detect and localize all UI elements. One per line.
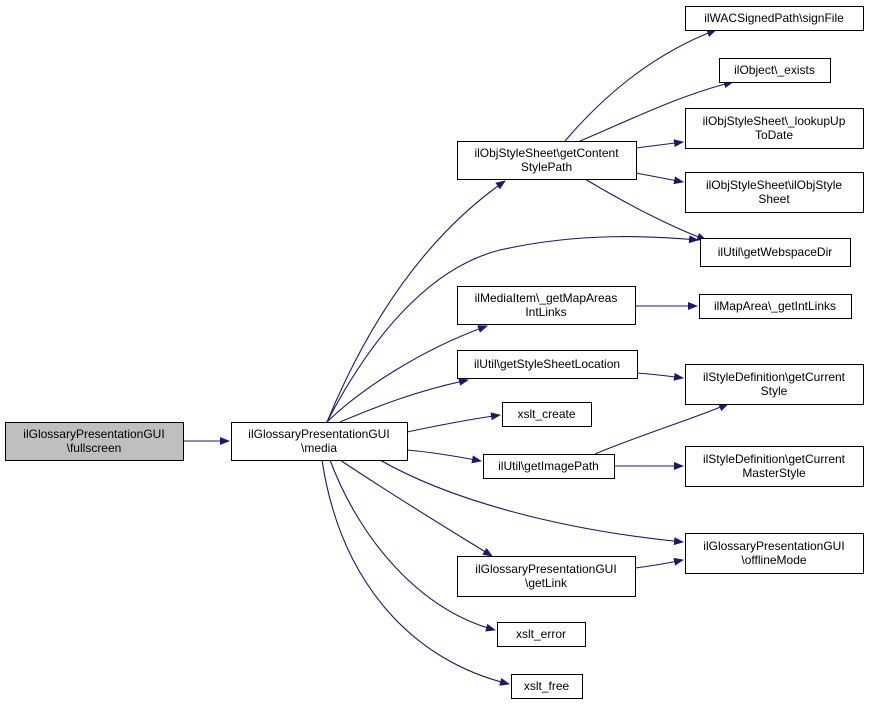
node-label-line: \getLink <box>525 576 568 590</box>
node-label-line: MasterStyle <box>742 466 806 480</box>
node-box <box>700 238 851 267</box>
node-label-line: Sheet <box>758 192 790 206</box>
edge-getLink-to-offlineMode <box>634 557 684 569</box>
node-label-line: ilUtil\getImagePath <box>498 459 599 473</box>
node-label-line: xslt_free <box>524 679 570 693</box>
node-xslt_error[interactable]: xslt_error <box>497 622 586 647</box>
node-media[interactable]: ilGlossaryPresentationGUI\media <box>231 422 408 461</box>
node-box <box>457 556 636 597</box>
edge-media-to-getLink <box>339 459 493 557</box>
node-label-line: IntLinks <box>525 305 566 319</box>
edge-media-to-xslt_error <box>329 459 496 632</box>
node-box <box>511 674 583 699</box>
node-fullscreen: ilGlossaryPresentationGUI\fullscreen <box>5 422 184 461</box>
edge-getContentStylePath-to-lookupUpToDate <box>635 139 684 149</box>
node-box <box>685 446 864 487</box>
edge-getContentStylePath-to-exists <box>579 80 734 142</box>
node-label-line: ilGlossaryPresentationGUI <box>248 427 389 441</box>
node-box <box>497 622 586 647</box>
node-label-line: \fullscreen <box>67 441 122 455</box>
edges-layer <box>183 29 734 686</box>
edge-media-to-xslt_free <box>321 459 510 686</box>
node-label-line: xslt_error <box>516 627 566 641</box>
edge-media-to-getStyleSheetLocation <box>339 377 469 423</box>
node-box <box>685 364 864 405</box>
node-box <box>685 6 864 31</box>
node-label-line: Style <box>761 384 788 398</box>
node-label-line: ilUtil\getWebspaceDir <box>718 245 833 259</box>
node-box <box>457 350 638 379</box>
node-label-line: ilMapArea\_getIntLinks <box>714 299 836 313</box>
node-signFile[interactable]: ilWACSignedPath\signFile <box>685 6 864 31</box>
node-label-line: ilGlossaryPresentationGUI <box>475 562 616 576</box>
node-label-line: ilGlossaryPresentationGUI <box>703 539 844 553</box>
edge-media-to-offlineMode <box>379 459 684 546</box>
node-label-line: ilWACSignedPath\signFile <box>704 11 844 25</box>
edge-media-to-getMapAreasIntLinks <box>326 325 488 423</box>
node-box <box>685 172 864 213</box>
node-xslt_create[interactable]: xslt_create <box>502 402 592 427</box>
edge-media-to-getImagePath <box>406 449 482 464</box>
node-label-line: ilObject\_exists <box>734 63 815 77</box>
node-label-line: ToDate <box>755 128 793 142</box>
node-label-line: StylePath <box>521 160 572 174</box>
node-label-line: xslt_create <box>517 407 575 421</box>
node-box <box>685 533 864 574</box>
node-box <box>457 286 636 325</box>
edge-getContentStylePath-to-getWebspaceDir <box>584 178 707 241</box>
node-box <box>5 422 184 461</box>
edge-media-to-getWebspaceDir <box>326 235 699 423</box>
node-label-line: \media <box>301 441 337 455</box>
node-getImagePath[interactable]: ilUtil\getImagePath <box>483 454 615 479</box>
node-label-line: ilGlossaryPresentationGUI <box>23 427 164 441</box>
nodes-layer: ilGlossaryPresentationGUI\fullscreenilGl… <box>5 6 864 699</box>
edge-getImagePath-to-getCurrentStyle <box>594 403 729 455</box>
node-box <box>231 422 408 461</box>
node-getStyleSheetLocation[interactable]: ilUtil\getStyleSheetLocation <box>457 350 638 379</box>
node-label-line: ilStyleDefinition\getCurrent <box>703 452 846 466</box>
edge-getContentStylePath-to-ilObjStyleSheet <box>635 172 684 185</box>
node-label-line: ilUtil\getStyleSheetLocation <box>474 357 620 371</box>
edge-media-to-xslt_create <box>406 412 501 433</box>
node-ilObjStyleSheet[interactable]: ilObjStyleSheet\ilObjStyleSheet <box>685 172 864 213</box>
node-getIntLinks[interactable]: ilMapArea\_getIntLinks <box>699 294 852 319</box>
node-box <box>483 454 615 479</box>
node-label-line: \offlineMode <box>741 553 806 567</box>
node-offlineMode[interactable]: ilGlossaryPresentationGUI\offlineMode <box>685 533 864 574</box>
node-box <box>502 402 592 427</box>
edge-getContentStylePath-to-signFile <box>564 29 717 142</box>
node-getWebspaceDir[interactable]: ilUtil\getWebspaceDir <box>700 238 851 267</box>
node-label-line: ilObjStyleSheet\getContent <box>474 146 619 160</box>
edge-media-to-getContentStylePath <box>326 180 506 423</box>
node-label-line: ilObjStyleSheet\ilObjStyle <box>706 178 842 192</box>
node-getLink[interactable]: ilGlossaryPresentationGUI\getLink <box>457 556 636 597</box>
edge-getStyleSheetLocation-to-getCurrentStyle <box>636 372 684 381</box>
node-exists[interactable]: ilObject\_exists <box>719 58 831 83</box>
node-label-line: ilObjStyleSheet\_lookupUp <box>703 114 846 128</box>
node-box <box>457 141 637 180</box>
node-xslt_free[interactable]: xslt_free <box>511 674 583 699</box>
node-label-line: ilMediaItem\_getMapAreas <box>475 291 618 305</box>
node-box <box>719 58 831 83</box>
node-label-line: ilStyleDefinition\getCurrent <box>703 370 846 384</box>
node-box <box>685 108 864 149</box>
node-box <box>699 294 852 319</box>
